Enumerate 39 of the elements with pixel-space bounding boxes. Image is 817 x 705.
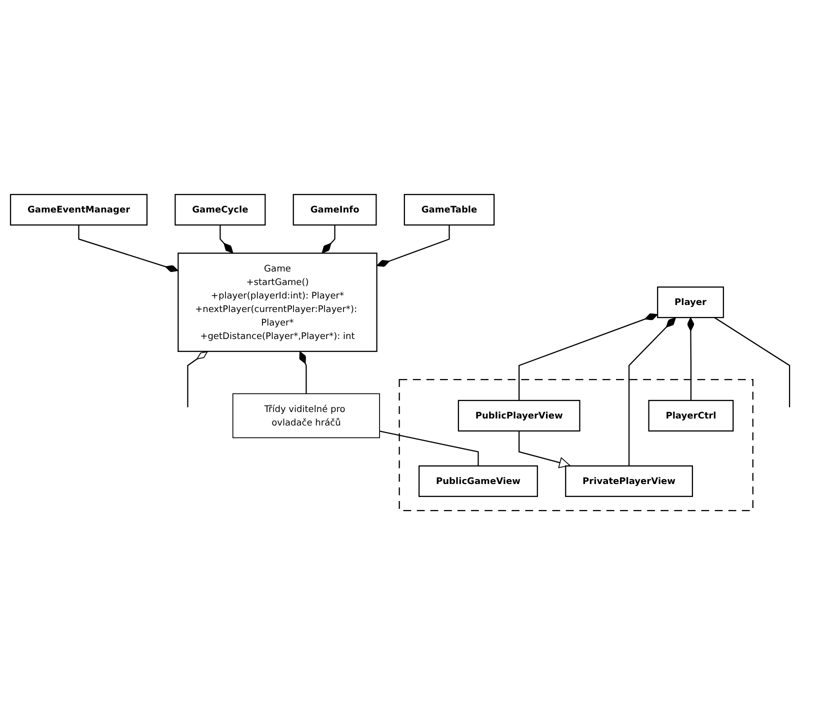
note-box	[232, 393, 380, 438]
class-box	[458, 400, 580, 432]
class-name: Game +startGame() +player(playerId:int): Player* +nextPlayer(currentPlayer:Player*): Player* +getDistance(Player*,Player*): int	[195, 262, 358, 343]
connector-line	[714, 317, 790, 408]
class-name: PlayerCtrl	[666, 409, 716, 422]
aggregation-line	[299, 351, 307, 394]
node-label: +startGame()	[246, 276, 309, 288]
class-box	[292, 194, 377, 226]
aggregation-line	[628, 317, 676, 466]
node-label: Game	[264, 262, 291, 274]
class-name: GameCycle	[192, 203, 248, 216]
class-name: GameEventManager	[27, 203, 130, 216]
node-label: +getDistance(Player*,Player*): int	[200, 330, 355, 342]
node-label: +player(playerId:int): Player*	[210, 290, 344, 301]
note-text: Třídy viditelné pro ovladače hráčů	[263, 402, 346, 430]
node-label: +nextPlayer(currentPlayer:Player*): Player*	[195, 303, 357, 328]
class-name: PublicPlayerView	[475, 409, 563, 422]
class-box	[648, 400, 734, 432]
class-name: PrivatePlayerView	[582, 474, 676, 488]
aggregation-line	[518, 313, 658, 400]
class-name: Player	[674, 296, 706, 310]
class-box	[10, 194, 148, 226]
class-name: PublicGameView	[436, 474, 520, 488]
class-box	[565, 465, 693, 497]
aggregation-line	[187, 350, 208, 408]
aggregation-line	[78, 224, 178, 272]
class-name: GameTable	[421, 203, 478, 216]
aggregation-line	[687, 317, 694, 400]
connector-line	[379, 430, 479, 466]
class-box	[657, 286, 724, 318]
class-box	[418, 465, 538, 497]
aggregation-line	[322, 224, 336, 254]
class-box	[174, 194, 266, 226]
inheritance-arrow	[518, 430, 570, 468]
class-name: GameInfo	[310, 203, 360, 216]
class-box	[178, 252, 378, 352]
aggregation-line	[220, 224, 234, 254]
class-box	[404, 194, 495, 226]
aggregation-line	[376, 224, 450, 267]
